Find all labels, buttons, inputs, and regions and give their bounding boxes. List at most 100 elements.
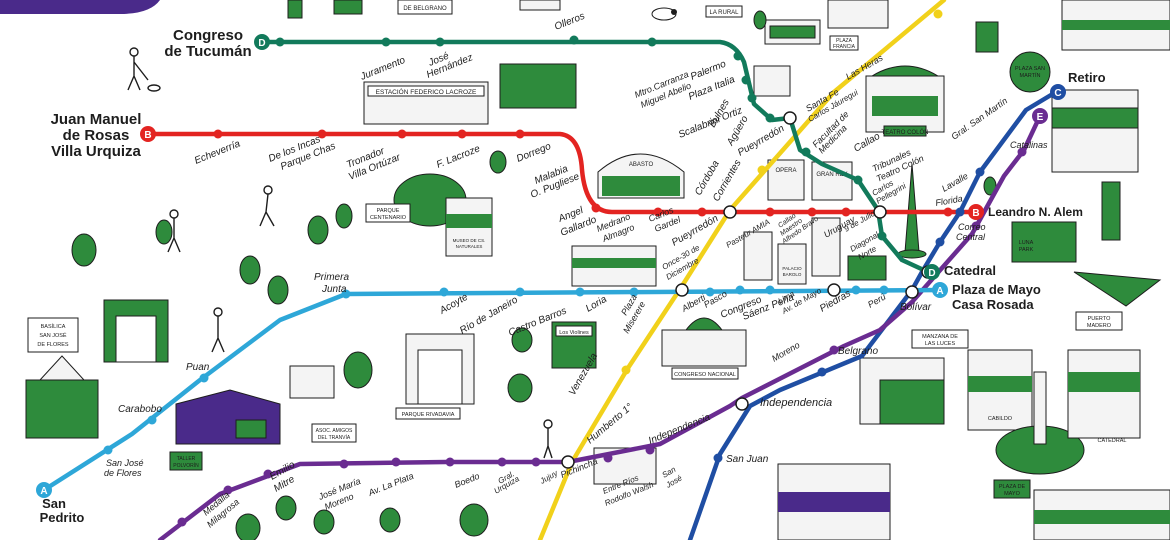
station-dot[interactable] <box>391 457 401 467</box>
station-gral-san-martin[interactable]: Gral. San Martín <box>949 96 1009 142</box>
station-dot[interactable] <box>1017 147 1027 157</box>
line-b-badge-east[interactable] <box>968 204 984 220</box>
station-dot[interactable] <box>765 285 775 295</box>
line-c-badge[interactable] <box>1050 84 1066 100</box>
station-dot[interactable] <box>341 289 351 299</box>
station-correo-central-l2[interactable]: Central <box>956 232 986 242</box>
transfer-lima[interactable] <box>827 283 841 297</box>
line-d-badge[interactable] <box>254 34 270 50</box>
station-dot[interactable] <box>147 415 157 425</box>
line-b-badge-west[interactable] <box>140 126 156 142</box>
station-dot[interactable] <box>741 75 751 85</box>
line-a-badge-west[interactable] <box>36 482 52 498</box>
station-f-lacroze[interactable]: F. Lacroze <box>435 143 482 171</box>
station-dot[interactable] <box>275 37 285 47</box>
transfer-independencia[interactable] <box>735 397 749 411</box>
station-boedo[interactable]: Boedo <box>453 471 481 490</box>
station-dot[interactable] <box>439 287 449 297</box>
station-juramento[interactable]: Juramento <box>358 55 407 83</box>
terminal-retiro[interactable]: Retiro <box>1068 70 1106 85</box>
transfer-corrientes[interactable] <box>723 205 737 219</box>
terminal-rosas-l1[interactable]: Juan Manuel <box>51 111 142 128</box>
station-dot[interactable] <box>603 453 613 463</box>
line-d-badge-east[interactable] <box>924 264 940 280</box>
line-c-track[interactable] <box>687 89 1059 540</box>
terminal-plaza-de-mayo-l1[interactable]: Plaza de Mayo <box>952 282 1041 297</box>
station-dot[interactable] <box>435 37 445 47</box>
terminal-rosas-l3[interactable]: Villa Urquiza <box>51 143 141 160</box>
station-dorrego[interactable]: Dorrego <box>515 141 553 165</box>
station-independencia-c[interactable]: Independencia <box>760 397 832 409</box>
line-e-badge[interactable] <box>1032 108 1048 124</box>
station-dot[interactable] <box>735 285 745 295</box>
station-dot[interactable] <box>975 167 985 177</box>
station-dot[interactable] <box>853 175 863 185</box>
station-dot[interactable] <box>575 287 585 297</box>
station-dot[interactable] <box>199 373 209 383</box>
station-dot[interactable] <box>713 453 723 463</box>
station-puan[interactable]: Puan <box>186 362 210 373</box>
station-dot[interactable] <box>765 113 775 123</box>
station-dot[interactable] <box>569 35 579 45</box>
station-carabobo[interactable]: Carabobo <box>118 404 162 415</box>
terminal-san-pedrito-l2[interactable]: Pedrito <box>40 510 85 525</box>
station-dot[interactable] <box>801 147 811 157</box>
station-dot[interactable] <box>841 207 851 217</box>
station-loria[interactable]: Loria <box>584 294 609 315</box>
station-dot[interactable] <box>515 287 525 297</box>
station-dot[interactable] <box>851 285 861 295</box>
station-dot[interactable] <box>317 129 327 139</box>
station-dot[interactable] <box>933 9 943 19</box>
station-correo-central-l1[interactable]: Correo <box>958 222 986 232</box>
transfer-peru[interactable] <box>905 285 919 299</box>
station-dot[interactable] <box>757 165 767 175</box>
station-primera-junta-l2[interactable]: Junta <box>321 284 347 295</box>
station-dot[interactable] <box>381 37 391 47</box>
transfer-santa-fe[interactable] <box>783 111 797 125</box>
station-dot[interactable] <box>223 485 233 495</box>
station-independencia-e[interactable]: Independencia <box>647 412 712 447</box>
line-b-track[interactable] <box>145 131 971 215</box>
station-olleros[interactable]: Olleros <box>553 11 587 33</box>
station-dot[interactable] <box>733 51 743 61</box>
terminal-leandro-alem[interactable]: Leandro N. Alem <box>988 205 1083 219</box>
station-dot[interactable] <box>103 445 113 455</box>
station-moreno[interactable]: Moreno <box>770 340 801 364</box>
station-dot[interactable] <box>397 129 407 139</box>
station-dot[interactable] <box>653 207 663 217</box>
station-dot[interactable] <box>621 365 631 375</box>
station-dot[interactable] <box>339 459 349 469</box>
station-dot[interactable] <box>817 367 827 377</box>
station-dot[interactable] <box>591 203 601 213</box>
transfer-9-julio[interactable] <box>873 205 887 219</box>
terminal-san-pedrito-l1[interactable]: San <box>42 496 66 511</box>
station-san-jose-flores-l2[interactable]: de Flores <box>104 468 142 478</box>
station-dot[interactable] <box>177 517 187 527</box>
terminal-plaza-de-mayo-l2[interactable]: Casa Rosada <box>952 297 1034 312</box>
terminal-rosas-l2[interactable]: de Rosas <box>63 127 130 144</box>
station-dot[interactable] <box>457 129 467 139</box>
station-bolivar[interactable]: Bolívar <box>900 302 932 313</box>
station-dot[interactable] <box>263 469 273 479</box>
station-dot[interactable] <box>705 287 715 297</box>
station-lavalle[interactable]: Lavalle <box>940 171 970 194</box>
station-dot[interactable] <box>697 207 707 217</box>
station-dot[interactable] <box>955 207 965 217</box>
station-jujuy[interactable]: Jujuy <box>538 468 560 486</box>
station-dot[interactable] <box>877 231 887 241</box>
station-dot[interactable] <box>879 285 889 295</box>
line-d-track[interactable] <box>259 39 931 275</box>
line-a-badge-east[interactable] <box>932 282 948 298</box>
station-dot[interactable] <box>829 345 839 355</box>
terminal-congreso-tucuman-l2[interactable]: de Tucumán <box>164 43 251 60</box>
transfer-once[interactable] <box>675 283 689 297</box>
station-dot[interactable] <box>531 457 541 467</box>
station-dot[interactable] <box>629 287 639 297</box>
station-dot[interactable] <box>765 207 775 217</box>
station-dot[interactable] <box>747 93 757 103</box>
station-san-jose-flores-l1[interactable]: San José <box>106 458 144 468</box>
station-dot[interactable] <box>645 445 655 455</box>
station-dot[interactable] <box>807 207 817 217</box>
station-belgrano[interactable]: Belgrano <box>838 346 878 357</box>
station-dot[interactable] <box>971 221 981 231</box>
